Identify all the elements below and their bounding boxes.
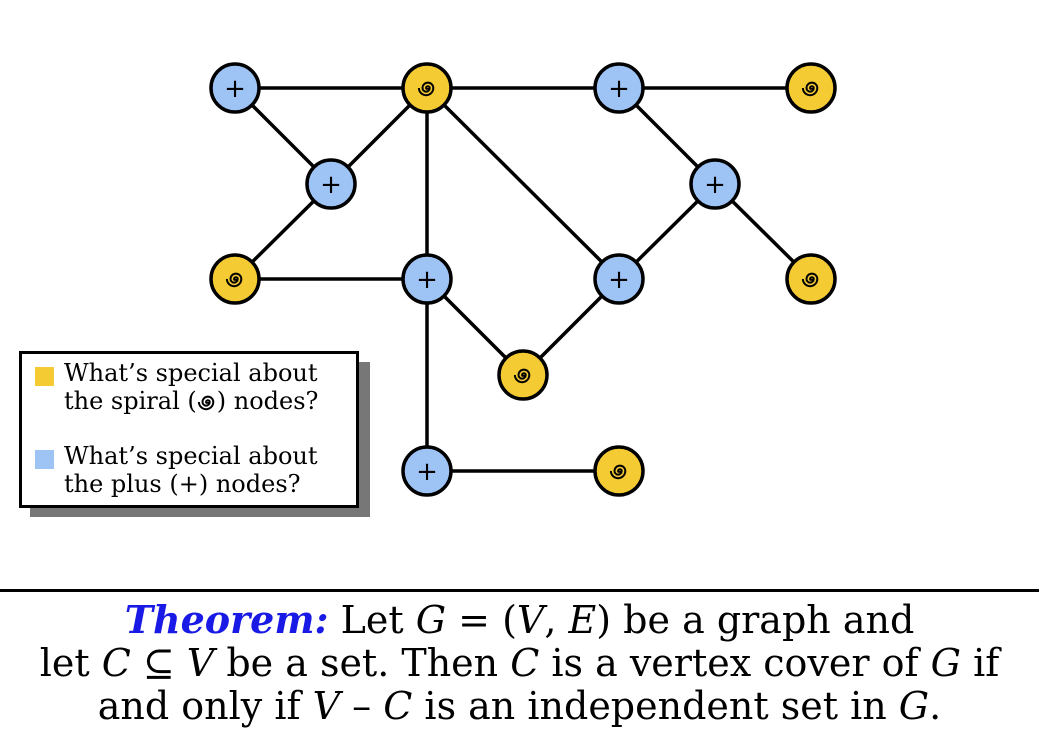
- legend-spiral-line2-post: ) nodes?: [216, 387, 319, 415]
- math-symbol: E: [568, 598, 597, 642]
- theorem-text: ,: [544, 598, 569, 642]
- spiral-swatch: [35, 367, 54, 386]
- plus-node-circle: [593, 253, 645, 305]
- plus-node: +: [593, 62, 645, 114]
- theorem-line-1-text: Let G = (V, E) be a graph and: [329, 598, 915, 642]
- node-layer: + + + + + + +: [209, 62, 837, 497]
- spiral-icon: [513, 368, 531, 384]
- math-symbol: C: [101, 641, 131, 685]
- spiral-icon: [609, 464, 627, 480]
- plus-icon: +: [224, 74, 246, 104]
- math-symbol: G: [930, 641, 961, 685]
- spiral-icon: [197, 395, 215, 411]
- edge-s1-p6: [425, 86, 621, 281]
- spiral-node: [209, 253, 261, 305]
- plus-node: +: [209, 62, 261, 114]
- spiral-node: [593, 445, 645, 497]
- plus-node-circle: [209, 62, 261, 114]
- legend-text-spiral: What’s special about the spiral ( ) nodes…: [64, 359, 354, 415]
- spiral-node: [401, 62, 453, 114]
- plus-icon: +: [608, 74, 630, 104]
- theorem-text: be a set. Then: [214, 641, 511, 685]
- legend-plus-line2: the plus (+) nodes?: [64, 470, 301, 498]
- plus-swatch: [35, 450, 54, 469]
- theorem-text: –: [340, 684, 384, 728]
- theorem-text: .: [929, 684, 942, 728]
- legend-spiral-line1: What’s special about: [64, 359, 318, 387]
- plus-node: +: [593, 253, 645, 305]
- theorem-line-2: let C ⊆ V be a set. Then C is a vertex c…: [0, 642, 1039, 685]
- legend-text-plus: What’s special about the plus (+) nodes?: [64, 442, 354, 498]
- theorem-line-1: Theorem: Let G = (V, E) be a graph and: [0, 598, 1039, 642]
- math-symbol: C: [383, 684, 413, 728]
- math-symbol: V: [186, 641, 215, 685]
- theorem-text: and only if: [97, 684, 313, 728]
- legend-plus-line1: What’s special about: [64, 442, 318, 470]
- spiral-node: [785, 253, 837, 305]
- plus-icon: +: [608, 265, 630, 295]
- divider: [0, 589, 1039, 592]
- plus-node: +: [689, 158, 741, 210]
- plus-icon: +: [416, 265, 438, 295]
- theorem-text: ) be a graph and: [596, 598, 915, 642]
- spiral-icon: [225, 272, 243, 288]
- math-symbol: G: [415, 598, 447, 642]
- legend-spiral-line2: the spiral ( ) nodes?: [64, 387, 354, 415]
- theorem-text: let: [39, 641, 102, 685]
- plus-icon: +: [416, 457, 438, 487]
- legend-spiral-line2-pre: the spiral (: [64, 387, 197, 415]
- plus-node-circle: [401, 253, 453, 305]
- theorem-text: is an independent set in: [412, 684, 899, 728]
- theorem-statement: Theorem: Let G = (V, E) be a graph and l…: [0, 598, 1039, 728]
- plus-node: +: [305, 158, 357, 210]
- math-symbol: V: [516, 598, 545, 642]
- graph-diagram: + + + + + + +: [209, 62, 837, 497]
- plus-icon: +: [704, 170, 726, 200]
- plus-node-circle: [401, 445, 453, 497]
- math-symbol: C: [510, 641, 540, 685]
- spiral-node: [785, 62, 837, 114]
- legend-box: What’s special about the spiral ( ) nodes…: [19, 351, 359, 508]
- plus-icon: +: [320, 170, 342, 200]
- plus-node-circle: [689, 158, 741, 210]
- theorem-text: = (: [446, 598, 517, 642]
- spiral-icon: [417, 81, 435, 97]
- theorem-text: Let: [328, 598, 416, 642]
- theorem-text: ⊆: [130, 641, 187, 685]
- plus-node: +: [401, 445, 453, 497]
- math-symbol: V: [312, 684, 341, 728]
- spiral-icon: [801, 272, 819, 288]
- spiral-icon: [801, 81, 819, 97]
- theorem-text: is a vertex cover of: [539, 641, 931, 685]
- theorem-text: if: [960, 641, 1000, 685]
- plus-node-circle: [593, 62, 645, 114]
- plus-node-circle: [305, 158, 357, 210]
- theorem-label: Theorem:: [124, 597, 329, 642]
- math-symbol: G: [898, 684, 930, 728]
- spiral-node: [497, 349, 549, 401]
- theorem-line-3: and only if V – C is an independent set …: [0, 685, 1039, 728]
- plus-node: +: [401, 253, 453, 305]
